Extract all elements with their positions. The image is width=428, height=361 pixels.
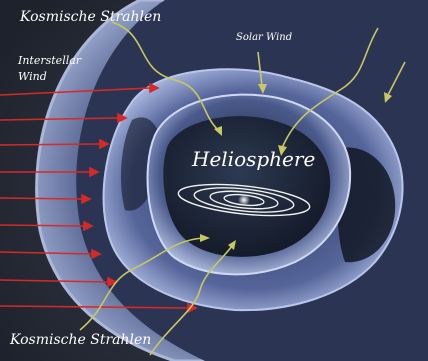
wind-arrow: [0, 144, 100, 145]
interstellar-wind-label-line2: Wind: [18, 71, 47, 82]
sun: [238, 194, 250, 206]
solar-wind-label: Solar Wind: [236, 33, 292, 43]
cosmic-rays-label-top: Kosmische Strahlen: [20, 10, 161, 24]
cosmic-rays-label-bottom: Kosmische Strahlen: [10, 333, 151, 347]
wind-arrow: [0, 225, 84, 226]
interstellar-wind-label-line1: Interstellar: [18, 55, 81, 66]
wind-arrow: [0, 198, 82, 199]
heliosphere-label: Heliosphere: [192, 149, 315, 169]
